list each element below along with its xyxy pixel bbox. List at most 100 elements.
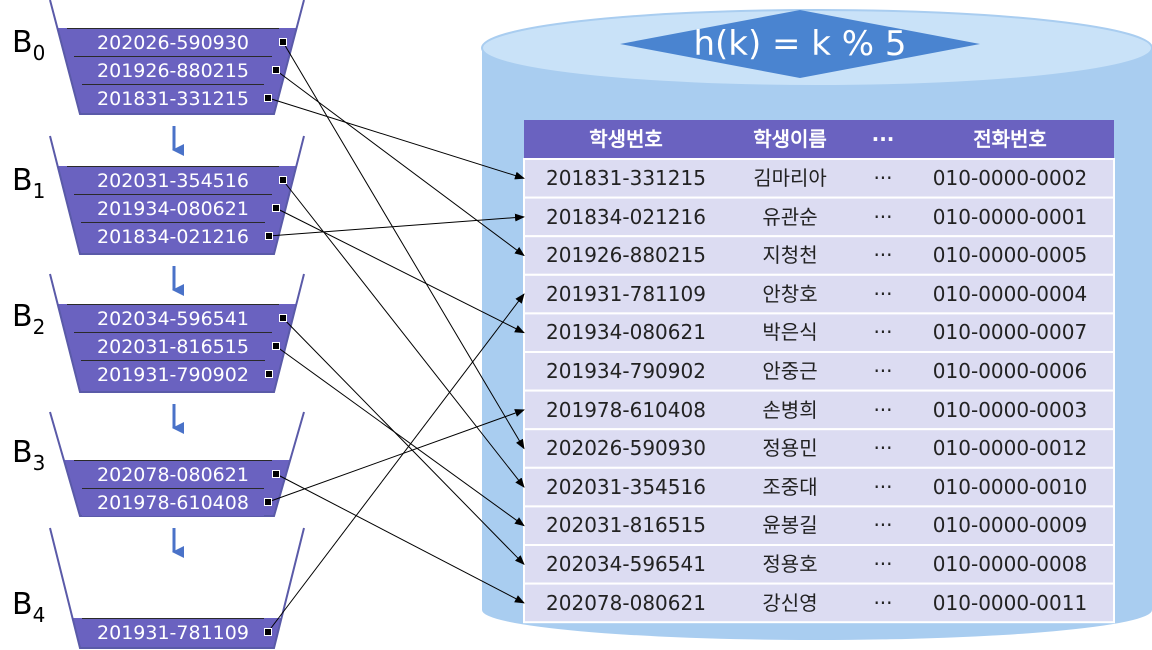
bucket-outline-4 <box>49 527 305 649</box>
student-name-cell: 지청천 <box>762 243 818 268</box>
student-name-cell: 정용호 <box>762 552 818 576</box>
bucket-outline-3 <box>49 411 305 517</box>
record-pointer-line <box>268 97 525 180</box>
phone-cell: 010-0000-0009 <box>932 513 1088 538</box>
student-id-cell: 202031-816515 <box>546 513 706 538</box>
student-name-cell: 안중근 <box>762 359 818 383</box>
table-header-cell: 학생이름 <box>753 127 827 151</box>
ellipsis-cell: ··· <box>873 436 893 461</box>
table-row-bg <box>523 582 1115 624</box>
ellipsis-cell: ··· <box>873 590 893 615</box>
record-pointer-line <box>275 345 525 527</box>
bucket-label-index: 0 <box>32 41 46 65</box>
phone-cell: 010-0000-0007 <box>932 320 1088 345</box>
bucket-entry: 201934-080621 <box>74 194 272 222</box>
pointer-dot <box>278 176 287 184</box>
record-pointer-line <box>268 213 525 237</box>
phone-cell: 010-0000-0002 <box>932 166 1088 190</box>
record-pointers <box>267 41 525 633</box>
student-id-cell: 201834-021216 <box>546 204 706 229</box>
table-header-cell: 전화번호 <box>973 127 1047 151</box>
table-row-bg <box>523 389 1115 431</box>
bucket-entry: 201831-331215 <box>81 84 265 112</box>
bucket-outline-1 <box>49 135 305 255</box>
bucket-label-index: 4 <box>32 603 46 627</box>
bucket-outline-2 <box>49 273 305 393</box>
bucket-label-letter: B <box>12 163 33 198</box>
record-pointer-line <box>282 317 525 566</box>
student-id-cell: 201831-331215 <box>546 166 706 190</box>
student-name-cell: 안창호 <box>762 281 818 306</box>
phone-cell: 010-0000-0006 <box>932 359 1088 383</box>
bucket-label-letter: B <box>12 25 33 60</box>
student-name-cell: 강신영 <box>762 590 818 615</box>
table-row-bg <box>523 428 1115 469</box>
student-name-cell: 김마리아 <box>753 166 827 190</box>
record-pointer-line <box>275 207 525 334</box>
bucket-label-letter: B <box>12 435 33 470</box>
phone-cell: 010-0000-0008 <box>932 552 1088 576</box>
student-id-cell: 202026-590930 <box>546 436 706 461</box>
bucket-label-letter: B <box>12 299 33 334</box>
bucket-entry: 201931-781109 <box>82 618 264 646</box>
bucket-label-letter: B <box>12 587 33 622</box>
record-pointer-line <box>267 293 525 633</box>
student-name-cell: 손병희 <box>762 397 818 422</box>
student-name-cell: 윤봉길 <box>762 513 818 538</box>
bucket-outline-0 <box>49 0 305 115</box>
table-header-cell: ··· <box>871 127 895 151</box>
bucket-label-0: B0 <box>12 25 46 65</box>
bucket-entry: 201931-790902 <box>81 360 265 388</box>
bucket-entry: 201926-880215 <box>74 56 272 84</box>
student-id-cell: 202034-596541 <box>546 552 706 576</box>
table-row-bg <box>523 544 1115 585</box>
ellipsis-cell: ··· <box>873 359 893 383</box>
table-header-bg <box>524 120 1114 159</box>
bucket-entry: 201834-021216 <box>81 222 265 250</box>
hash-function-label: h(k) = k % 5 <box>693 24 907 64</box>
pointer-dot <box>278 38 287 46</box>
student-id-cell: 201978-610408 <box>546 397 706 422</box>
bucket-entry: 202031-816515 <box>74 332 272 360</box>
student-id-cell: 201934-080621 <box>546 320 706 345</box>
student-id-cell: 202078-080621 <box>546 590 706 615</box>
pointer-dot <box>272 470 281 478</box>
phone-cell: 010-0000-0003 <box>932 397 1088 422</box>
bucket-label-3: B3 <box>12 435 46 475</box>
bucket-label-1: B1 <box>12 163 46 203</box>
student-name-cell: 유관순 <box>762 204 818 229</box>
student-name-cell: 조중대 <box>762 474 818 499</box>
bucket-label-index: 1 <box>32 179 46 203</box>
phone-cell: 010-0000-0005 <box>932 243 1088 268</box>
bucket-label-index: 2 <box>32 315 46 339</box>
table-header-cell: 학생번호 <box>589 127 663 151</box>
phone-cell: 010-0000-0001 <box>932 204 1088 229</box>
ellipsis-cell: ··· <box>873 166 893 190</box>
pointer-dot <box>271 342 280 350</box>
bucket-entry: 202034-596541 <box>67 304 279 332</box>
phone-cell: 010-0000-0012 <box>932 436 1088 461</box>
pointer-dot <box>264 370 273 378</box>
student-name-cell: 정용민 <box>762 436 818 461</box>
ellipsis-cell: ··· <box>873 320 893 345</box>
ellipsis-cell: ··· <box>873 243 893 268</box>
bucket-entry: 202078-080621 <box>73 460 273 488</box>
ellipsis-cell: ··· <box>873 552 893 576</box>
record-pointer-line <box>282 179 525 488</box>
ellipsis-cell: ··· <box>873 397 893 422</box>
pointer-dot <box>264 94 273 102</box>
pointer-dot <box>264 628 272 636</box>
bucket-label-index: 3 <box>32 451 46 475</box>
phone-cell: 010-0000-0010 <box>932 474 1088 499</box>
student-id-cell: 201926-880215 <box>546 243 706 268</box>
pointer-dot <box>264 232 273 240</box>
bucket-label-2: B2 <box>12 299 46 339</box>
pointer-dot <box>264 498 273 506</box>
ellipsis-cell: ··· <box>873 513 893 538</box>
record-pointer-line <box>275 69 525 257</box>
pointer-dot <box>278 314 287 322</box>
pointer-dot <box>271 204 280 212</box>
bucket-entry: 201978-610408 <box>81 488 265 516</box>
